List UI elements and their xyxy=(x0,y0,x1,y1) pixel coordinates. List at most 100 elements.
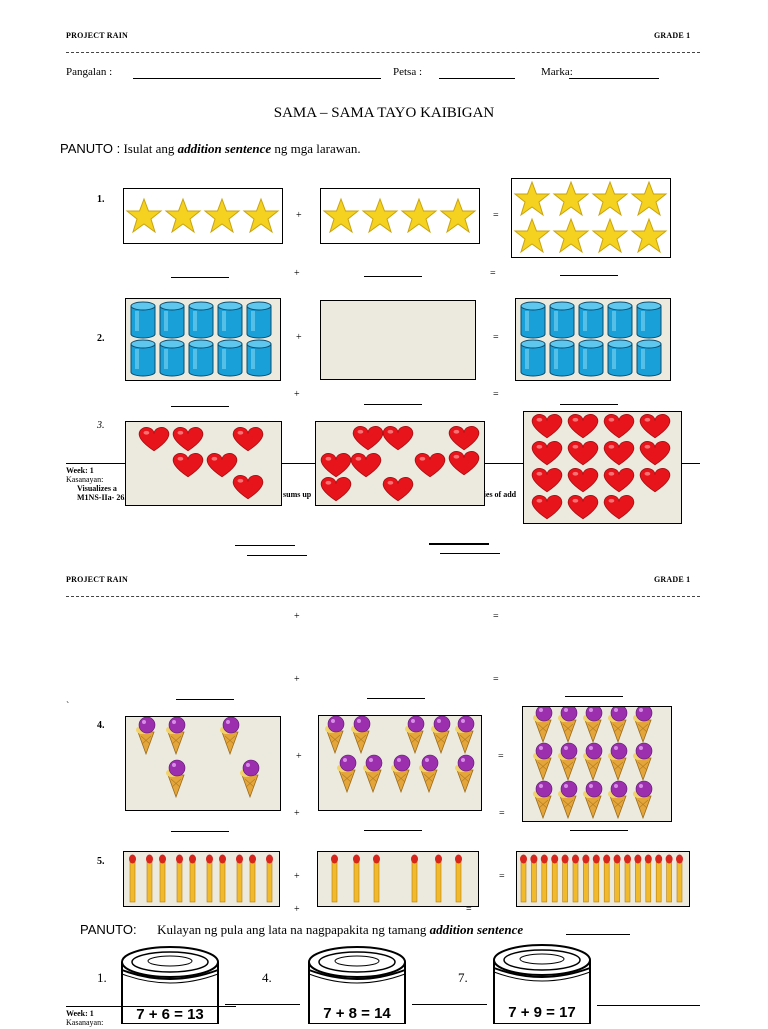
date-field[interactable] xyxy=(439,78,515,79)
plus-sign: + xyxy=(294,611,300,622)
answer-blank[interactable] xyxy=(367,698,425,699)
cylinder-icon xyxy=(159,301,185,339)
item-number: 1. xyxy=(97,194,105,205)
plus-sign: + xyxy=(294,808,300,819)
can-3[interactable] xyxy=(491,942,593,1029)
answer-blank[interactable] xyxy=(171,831,229,832)
heart-icon xyxy=(567,468,599,493)
matchstick-icon xyxy=(129,854,136,903)
matchstick-icon xyxy=(411,854,418,903)
ice-cream-icon xyxy=(240,759,260,799)
item-1-left-box xyxy=(123,188,283,244)
matchstick-icon xyxy=(592,854,600,903)
score-field[interactable] xyxy=(569,78,659,79)
ice-cream-icon xyxy=(325,715,345,755)
plus-sign: + xyxy=(294,871,300,882)
cylinder-icon xyxy=(188,301,214,339)
star-icon xyxy=(591,217,629,254)
star-icon xyxy=(400,197,438,234)
matchstick-icon xyxy=(249,854,256,903)
matchstick-icon xyxy=(644,854,652,903)
heart-icon xyxy=(603,468,635,493)
answer-blank[interactable] xyxy=(364,404,422,405)
heart-icon xyxy=(567,495,599,520)
star-group xyxy=(125,197,280,234)
answer-blank[interactable] xyxy=(364,830,422,831)
heart-group xyxy=(138,427,264,500)
ice-cream-icon xyxy=(363,754,383,794)
answer-blank[interactable] xyxy=(597,1005,700,1006)
cylinder-icon xyxy=(578,339,604,377)
page-break-line xyxy=(66,1006,236,1007)
name-field[interactable] xyxy=(133,78,381,79)
answer-blank[interactable] xyxy=(247,555,307,556)
answer-blank[interactable] xyxy=(171,406,229,407)
item-number: 5. xyxy=(97,856,105,867)
heart-group xyxy=(531,414,671,520)
cylinder-icon xyxy=(607,339,633,377)
matchstick-icon xyxy=(676,854,683,903)
answer-blank[interactable] xyxy=(429,543,489,545)
heart-icon xyxy=(320,453,352,478)
equals-sign: = xyxy=(493,389,499,400)
heart-icon xyxy=(232,475,264,500)
answer-blank[interactable] xyxy=(171,277,229,278)
answer-blank[interactable] xyxy=(364,276,422,277)
ice-cream-icon xyxy=(558,742,578,782)
matchstick-group xyxy=(331,854,462,903)
ice-cream-icon xyxy=(166,759,186,799)
matchstick-icon xyxy=(624,854,631,903)
ice-cream-icon xyxy=(633,704,653,744)
ice-cream-icon xyxy=(608,780,628,820)
answer-blank[interactable] xyxy=(235,545,295,546)
answer-blank[interactable] xyxy=(566,934,630,935)
star-icon xyxy=(630,217,668,254)
heart-icon xyxy=(232,427,264,452)
cylinder-icon xyxy=(520,339,546,377)
instruction-label: PANUTO : xyxy=(60,141,121,156)
equals-sign: = xyxy=(493,332,499,343)
heart-icon xyxy=(382,477,414,502)
matchstick-icon xyxy=(665,854,673,903)
instruction-text: Isulat ang xyxy=(123,141,175,156)
matchstick-icon xyxy=(561,854,569,903)
heart-icon xyxy=(414,453,446,478)
answer-blank[interactable] xyxy=(560,275,618,276)
item-2-left-box xyxy=(125,298,281,381)
answer-blank[interactable] xyxy=(560,404,618,405)
heart-icon xyxy=(531,495,563,520)
item-3-result-box xyxy=(523,411,682,524)
heart-icon xyxy=(138,427,170,452)
star-icon xyxy=(242,197,280,234)
answer-blank[interactable] xyxy=(176,699,234,700)
heart-icon xyxy=(531,414,563,439)
heart-icon xyxy=(639,414,671,439)
heart-icon xyxy=(448,451,480,476)
can-equation: 7 + 8 = 14 xyxy=(323,1005,391,1022)
can-1[interactable] xyxy=(119,944,221,1029)
answer-blank[interactable] xyxy=(570,830,628,831)
answer-blank[interactable] xyxy=(225,1004,300,1005)
equals-sign: = xyxy=(493,210,499,221)
ice-cream-icon xyxy=(405,715,425,755)
item-3-left-box xyxy=(125,421,282,506)
answer-blank[interactable] xyxy=(565,696,623,697)
answer-blank[interactable] xyxy=(412,1004,487,1005)
can-icon xyxy=(121,946,219,1025)
matchstick-icon xyxy=(455,854,462,903)
star-group xyxy=(322,197,477,234)
page-title: SAMA – SAMA TAYO KAIBIGAN xyxy=(273,105,495,121)
ice-cream-icon xyxy=(533,780,553,820)
answer-blank[interactable] xyxy=(440,553,500,554)
can-2[interactable] xyxy=(306,944,408,1029)
ice-cream-icon xyxy=(558,704,578,744)
heart-icon xyxy=(206,453,238,478)
cylinder-icon xyxy=(217,339,243,377)
cylinder-icon xyxy=(607,301,633,339)
heart-icon xyxy=(172,427,204,452)
heart-icon xyxy=(531,441,563,466)
can-number: 4. xyxy=(262,970,272,985)
ice-cream-icon xyxy=(136,716,156,756)
plus-sign: + xyxy=(294,904,300,915)
matchstick-icon xyxy=(331,854,338,903)
